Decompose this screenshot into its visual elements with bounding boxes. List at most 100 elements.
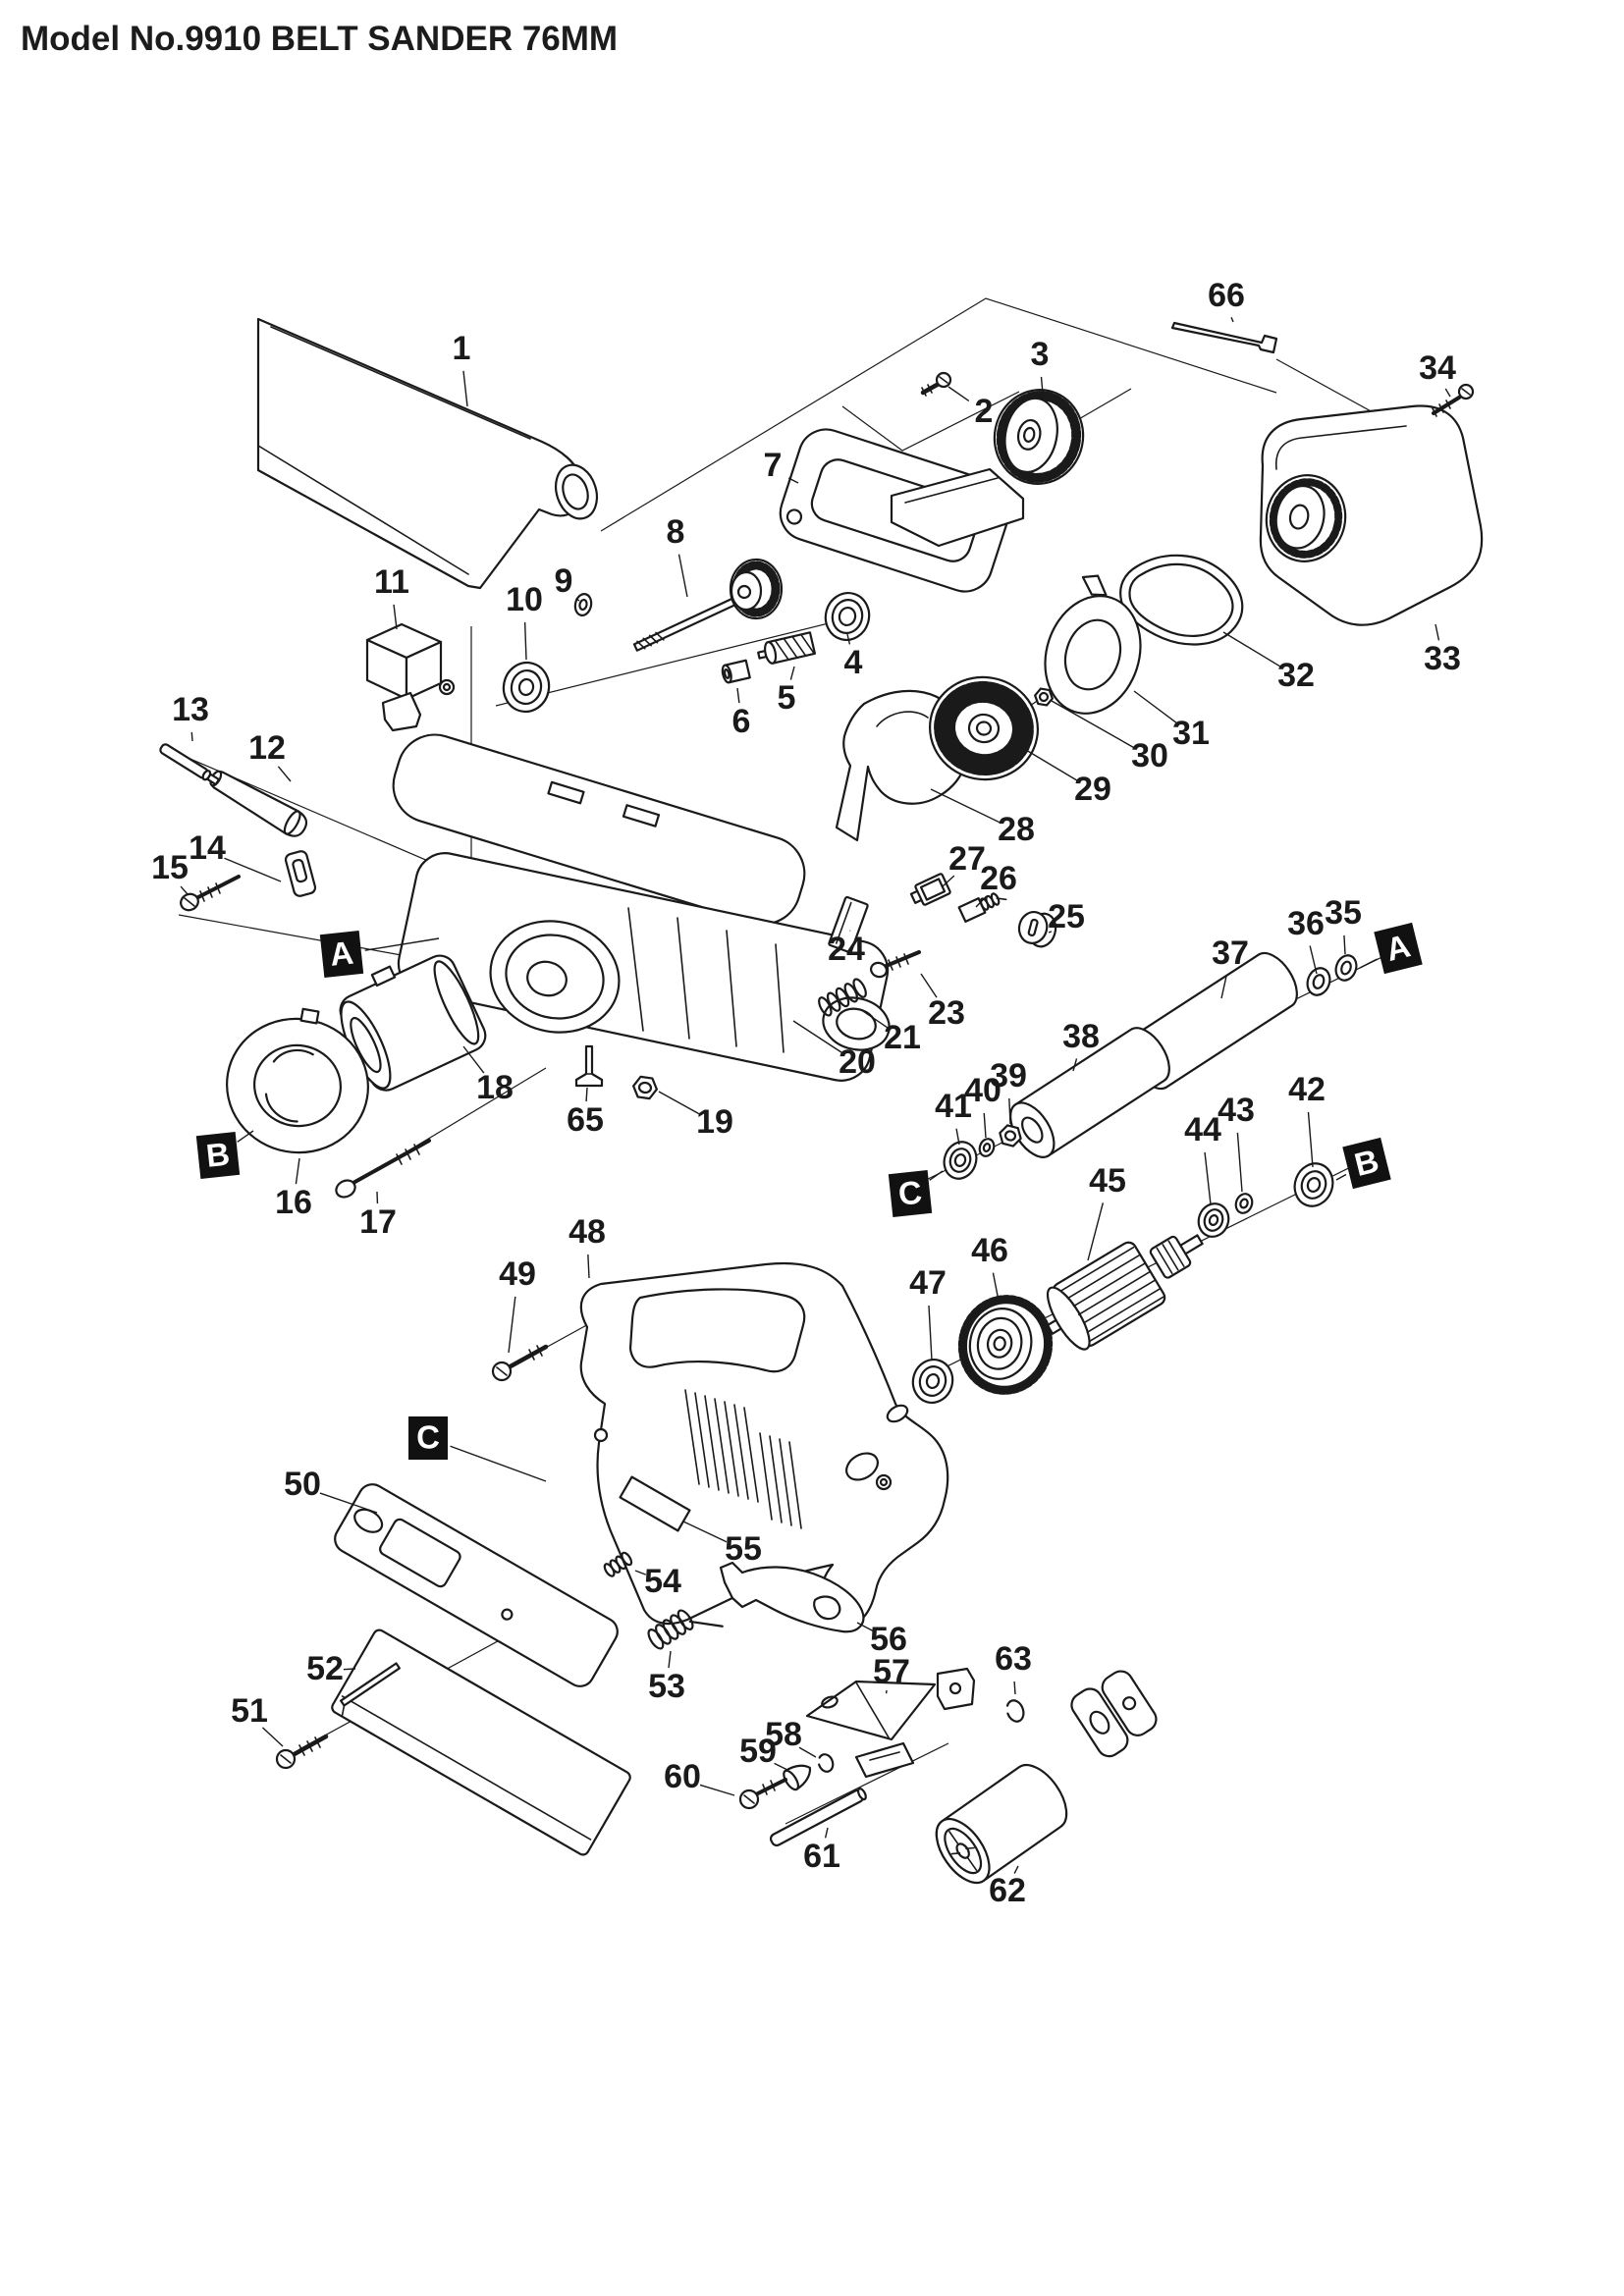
leader-line-48: [587, 1254, 590, 1279]
leader-line-53: [668, 1650, 672, 1669]
part-31-drawing: [1044, 574, 1142, 715]
part-40-drawing: [978, 1138, 996, 1157]
part-5-drawing: [757, 631, 817, 665]
part-label-34: 34: [1419, 349, 1456, 387]
leader-line-18: [462, 1045, 485, 1074]
leader-line-40: [983, 1112, 987, 1139]
badge-letter: A: [328, 934, 355, 973]
leader-line-60: [699, 1784, 735, 1796]
part-label-3: 3: [1031, 336, 1050, 373]
badge-letter: C: [896, 1174, 924, 1212]
part-6-drawing: [721, 659, 751, 684]
part-18-drawing: [339, 954, 487, 1092]
part-14-drawing: [284, 850, 317, 897]
section-badge-c: C: [408, 1416, 448, 1460]
part-label-6: 6: [732, 703, 751, 740]
part-label-31: 31: [1172, 715, 1210, 752]
leader-line-51: [261, 1727, 284, 1747]
part-label-21: 21: [884, 1019, 921, 1056]
part-label-35: 35: [1325, 894, 1362, 932]
part-29-drawing: [928, 675, 1040, 781]
leader-line-9: [575, 598, 580, 602]
leader-line-26: [975, 895, 988, 908]
page-title: Model No.9910 BELT SANDER 76MM: [21, 20, 619, 58]
part-label-19: 19: [696, 1103, 733, 1141]
leader-line-8: [677, 554, 688, 598]
part-24-drawing: [828, 895, 869, 954]
part-54-drawing: [603, 1551, 633, 1577]
part-label-41: 41: [935, 1088, 972, 1125]
part-label-46: 46: [971, 1232, 1008, 1269]
part-label-49: 49: [499, 1255, 536, 1293]
leader-line-59: [774, 1762, 788, 1771]
part-32-drawing: [1119, 554, 1244, 646]
part-label-38: 38: [1062, 1018, 1100, 1055]
leader-line-21: [859, 1008, 888, 1029]
part-label-65: 65: [567, 1101, 604, 1139]
badge-letter: C: [416, 1419, 440, 1456]
leader-line-46: [992, 1272, 1000, 1302]
part-42-drawing: [1293, 1162, 1334, 1207]
badge-leader-c5: [450, 1445, 547, 1482]
part-label-15: 15: [151, 849, 189, 886]
part-label-37: 37: [1212, 934, 1249, 972]
part-45-drawing: [1046, 1234, 1204, 1351]
badge-leader-a1: [1359, 958, 1378, 969]
part-57-drawing: [805, 1667, 1158, 1779]
part-label-63: 63: [995, 1640, 1032, 1678]
badge-box: [888, 1170, 933, 1217]
part-label-39: 39: [990, 1057, 1027, 1095]
leader-line-29: [1025, 749, 1078, 781]
part-label-61: 61: [803, 1838, 840, 1875]
badge-box: [195, 1132, 241, 1179]
part-label-45: 45: [1089, 1162, 1126, 1200]
leader-line-31: [1133, 690, 1177, 723]
leader-line-13: [190, 731, 193, 742]
leader-line-15: [180, 885, 189, 895]
part-65-drawing: [574, 1044, 604, 1088]
part-48-drawing: [579, 1261, 949, 1628]
part-53-drawing: [647, 1609, 724, 1650]
leader-line-5: [789, 666, 795, 680]
leader-line-19: [658, 1091, 699, 1115]
part-49-drawing: [491, 1344, 549, 1382]
part-9-drawing: [573, 593, 593, 616]
part-38-drawing: [1009, 1027, 1170, 1158]
badge-box: [408, 1416, 448, 1460]
leader-line-7: [787, 477, 799, 484]
part-10-drawing: [502, 661, 551, 714]
section-badge-a: A: [1374, 922, 1423, 975]
part-8-drawing: [632, 558, 784, 652]
part-label-47: 47: [909, 1264, 947, 1302]
part-1-drawing: [256, 317, 598, 590]
part-34-drawing: [1432, 383, 1475, 417]
leader-line-56: [856, 1622, 873, 1631]
leader-line-55: [682, 1521, 728, 1543]
part-66-drawing: [1170, 321, 1278, 354]
part-label-9: 9: [555, 562, 573, 600]
badge-leader-c4: [929, 1170, 944, 1181]
section-badge-c: C: [888, 1170, 933, 1217]
part-label-66: 66: [1208, 277, 1245, 314]
part-label-14: 14: [189, 829, 226, 867]
part-label-62: 62: [989, 1872, 1026, 1909]
part-label-29: 29: [1074, 771, 1111, 808]
part-41-drawing: [943, 1141, 978, 1180]
badge-box: [319, 931, 364, 978]
leader-line-28: [930, 788, 1001, 824]
leader-line-6: [736, 687, 740, 704]
leader-line-47: [928, 1305, 933, 1362]
badge-leader-b3: [1335, 1173, 1347, 1181]
leader-line-61: [824, 1827, 829, 1839]
part-label-2: 2: [975, 393, 994, 430]
part-2-drawing: [920, 371, 952, 397]
part-label-44: 44: [1184, 1111, 1221, 1148]
part-13-drawing: [159, 743, 221, 786]
part-label-40: 40: [964, 1072, 1001, 1109]
badge-leader-a0: [364, 937, 440, 951]
part-4-drawing: [824, 592, 871, 641]
part-16-drawing: [226, 1007, 369, 1154]
badge-box: [1374, 922, 1423, 975]
leader-line-63: [1013, 1681, 1016, 1695]
